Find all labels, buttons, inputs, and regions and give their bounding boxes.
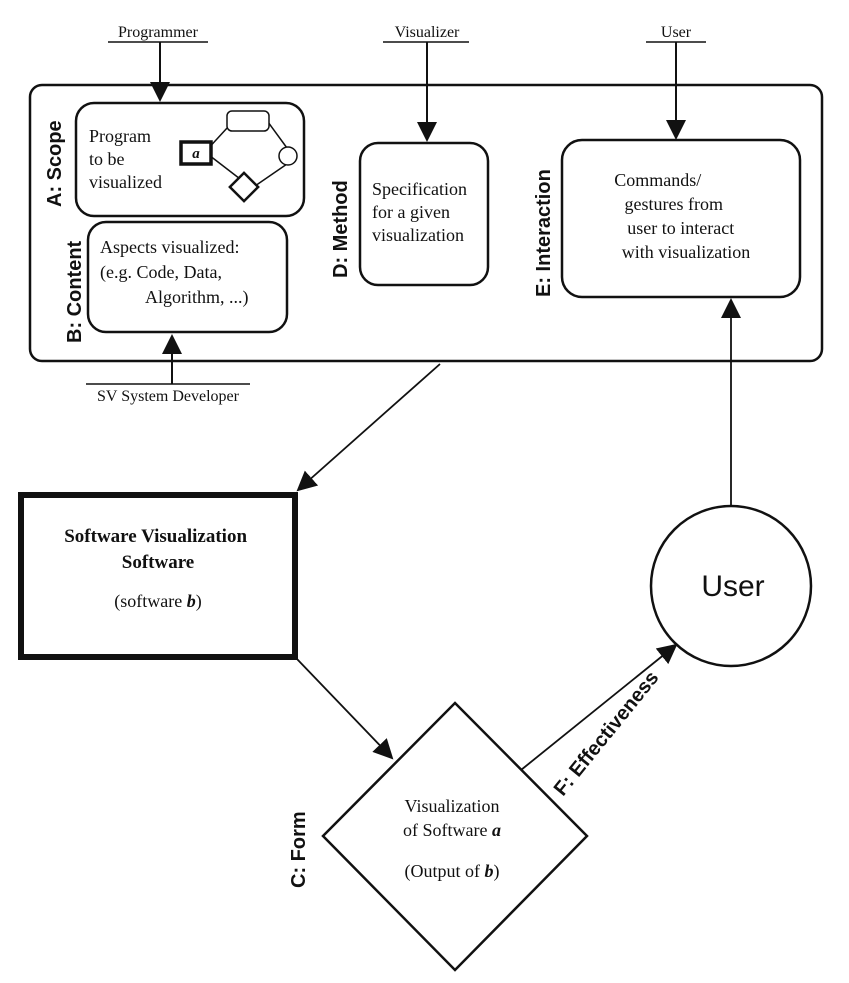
method-box [358,141,490,287]
aspects-box [86,220,289,334]
software-title: Software Visualization Software [64,526,252,573]
label-interaction: E: Interaction [533,169,555,297]
label-form: C: Form [288,811,310,888]
software-subtitle: (software b) [114,591,201,612]
aspects-text: Aspects visualized: (e.g. Code, Data, Al… [100,237,249,308]
software-to-form-arrow [296,658,394,760]
user-circle-label: User [701,570,764,603]
method-text: Specification for a given visualization [372,179,471,245]
effectiveness-arrow [520,643,678,771]
programmer-label: Programmer [118,24,199,41]
user-top-label: User [661,24,692,41]
sv-developer-label: SV System Developer [97,388,240,405]
form-text-line3: (Output of b) [405,861,500,882]
form-text-line2: of Software a [403,820,501,840]
interaction-box [560,138,802,299]
visualizer-label: Visualizer [395,24,460,41]
software-box [18,492,298,660]
container-to-software-arrow [296,363,441,492]
svg-text:a: a [192,146,200,162]
label-content: B: Content [64,240,86,343]
label-method: D: Method [330,180,352,278]
form-text: Visualization [405,796,500,816]
program-text: Program to be visualized [89,126,162,192]
program-box [74,101,306,218]
program-graph-icon: a [179,110,298,203]
form-diamond [321,701,589,972]
interaction-text: Commands/ gestures from user to interact… [614,170,750,262]
label-scope: A: Scope [44,120,66,207]
